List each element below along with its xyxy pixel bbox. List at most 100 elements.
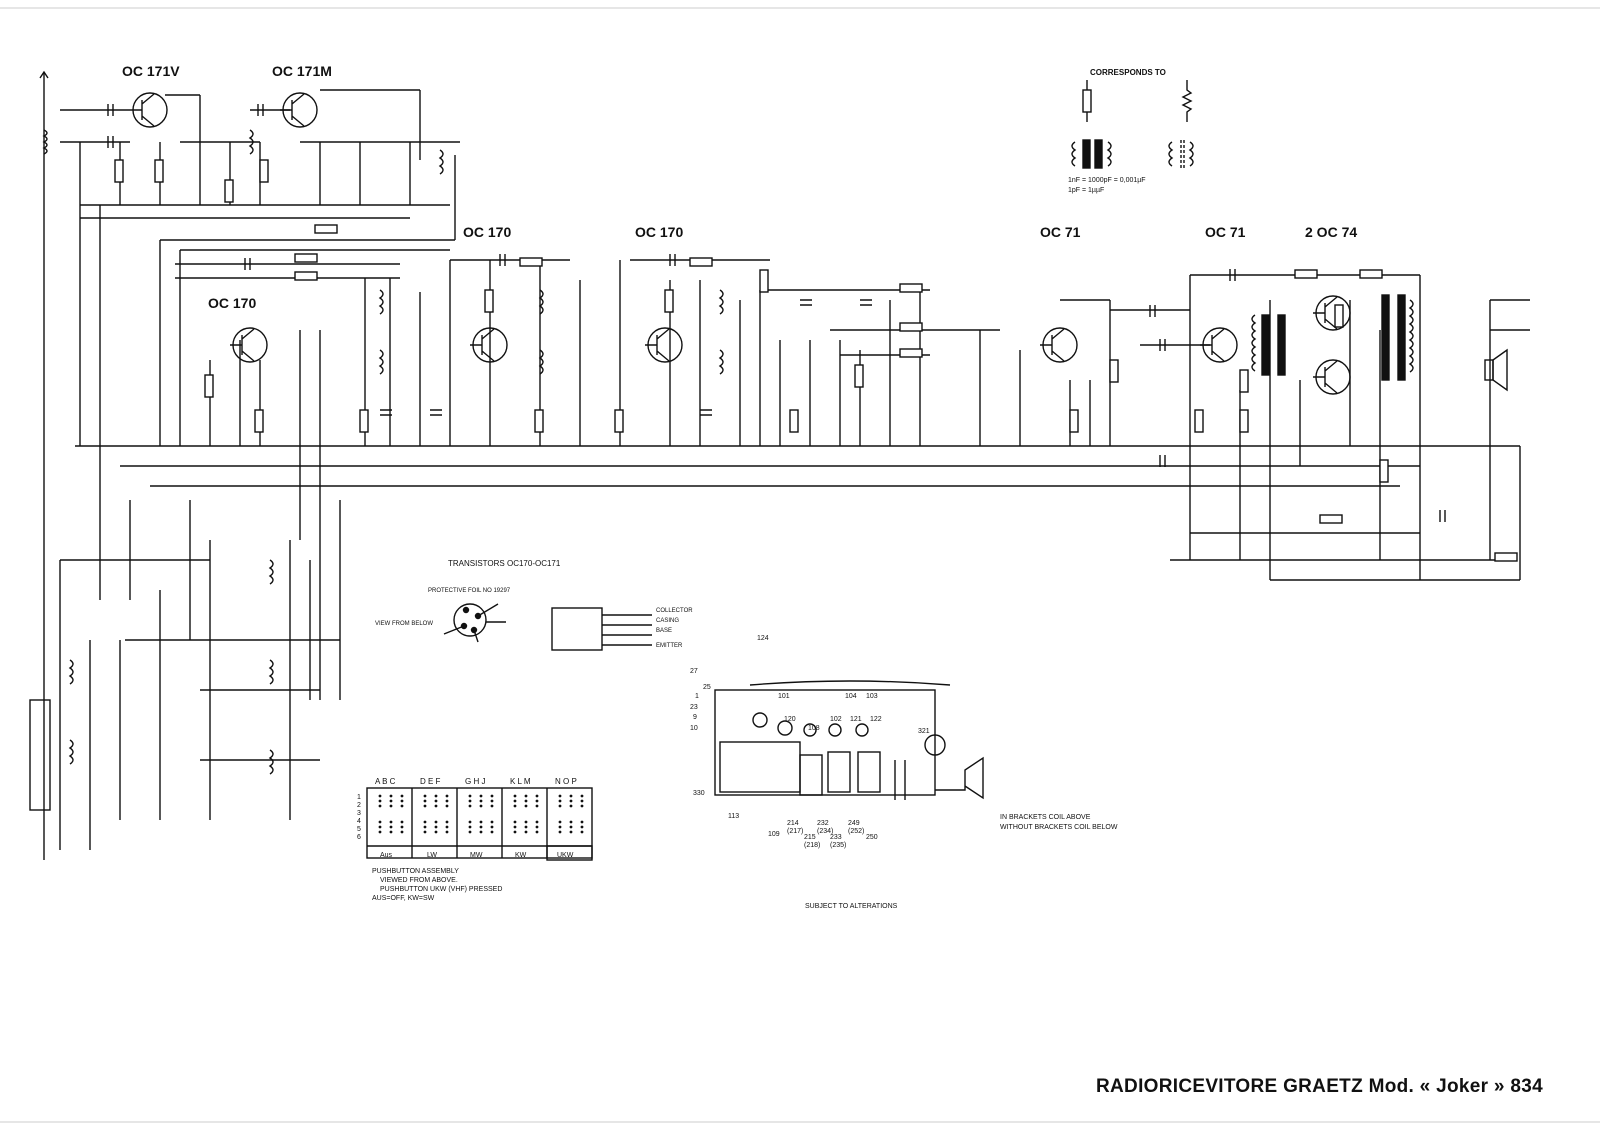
pushbutton-contact <box>434 830 438 834</box>
chassis-label: 23 <box>690 704 698 711</box>
chassis-label: 249 <box>848 820 860 827</box>
transistor-label-2oc74: 2 OC 74 <box>1305 224 1357 240</box>
chassis-label: (252) <box>848 828 864 835</box>
pb-row-2: 2 <box>357 802 361 809</box>
pushbutton-contact <box>558 830 562 834</box>
pushbutton-contact <box>535 799 539 803</box>
pb-band-aus: Aus <box>380 852 393 859</box>
pb-row-5: 5 <box>357 826 361 833</box>
chassis-label: 250 <box>866 834 878 841</box>
chassis-label: 120 <box>784 716 796 723</box>
legend-eq1: 1nF = 1000pF = 0,001µF <box>1068 177 1146 184</box>
pushbutton-contact <box>400 799 404 803</box>
pushbutton-contact <box>445 825 449 829</box>
note-brackets-1: IN BRACKETS COIL ABOVE <box>1000 814 1091 821</box>
legend-header: CORRESPONDS TO <box>1090 68 1166 77</box>
pushbutton-contact <box>535 830 539 834</box>
pushbutton-contact <box>524 804 528 808</box>
audio-stage-wiring <box>1189 274 1530 581</box>
pushbutton-contact <box>479 794 483 798</box>
capacitors <box>107 104 1446 522</box>
pin-base: BASE <box>656 628 672 634</box>
pushbutton-contact <box>423 804 427 808</box>
pushbutton-contact <box>524 830 528 834</box>
chassis-label: 109 <box>768 831 780 838</box>
pushbutton-contact <box>445 794 449 798</box>
transistor-label-oc171v: OC 171V <box>122 63 180 79</box>
pushbutton-contact <box>423 830 427 834</box>
pushbutton-contact <box>558 799 562 803</box>
chassis-label: (217) <box>787 828 803 835</box>
pin-casing: CASING <box>656 618 679 624</box>
transistor-label-oc71-a: OC 71 <box>1040 224 1081 240</box>
chassis-label: 104 <box>845 693 857 700</box>
chassis-label: 9 <box>693 714 697 721</box>
pushbutton-contact <box>490 804 494 808</box>
pushbutton-contact <box>389 794 393 798</box>
pushbutton-contact <box>580 794 584 798</box>
pushbutton-contact <box>490 799 494 803</box>
chassis-label: 124 <box>757 635 769 642</box>
transistor-label-oc71-b: OC 71 <box>1205 224 1246 240</box>
pushbutton-contact <box>513 820 517 824</box>
chassis-label: (234) <box>817 828 833 835</box>
pushbutton-contact <box>423 825 427 829</box>
pushbutton-contact <box>445 830 449 834</box>
pushbutton-contact <box>468 799 472 803</box>
chassis-label: 10 <box>690 725 698 732</box>
pushbutton-contact <box>389 799 393 803</box>
pinout-view: VIEW FROM BELOW <box>375 621 433 627</box>
pinout-header: TRANSISTORS OC170-OC171 <box>448 559 561 568</box>
pushbutton-contact <box>580 799 584 803</box>
pushbutton-contact <box>558 794 562 798</box>
pushbutton-contact <box>389 825 393 829</box>
pushbutton-contact <box>569 825 573 829</box>
pushbutton-contact <box>378 799 382 803</box>
transistor-label-oc171m: OC 171M <box>272 63 332 79</box>
pb-band-mw: MW <box>470 852 483 859</box>
transistor-symbols <box>130 92 1351 395</box>
pushbutton-contact <box>479 830 483 834</box>
pb-col-ghj: G H J <box>465 777 485 786</box>
chassis-label: (235) <box>830 842 846 849</box>
pushbutton-contact <box>434 825 438 829</box>
pushbutton-contact <box>468 794 472 798</box>
pb-band-lw: LW <box>427 852 437 859</box>
pushbutton-contact <box>400 830 404 834</box>
pushbutton-contact <box>389 820 393 824</box>
pushbutton-contact <box>400 820 404 824</box>
pushbutton-contact <box>378 820 382 824</box>
pushbutton-contact <box>535 820 539 824</box>
pushbutton-contact <box>558 825 562 829</box>
pushbutton-contact <box>434 820 438 824</box>
pb-row-3: 3 <box>357 810 361 817</box>
chassis-label: 330 <box>693 790 705 797</box>
pb-col-def: D E F <box>420 777 441 786</box>
pushbutton-contact <box>490 794 494 798</box>
legend-eq2: 1pF = 1µµF <box>1068 187 1104 194</box>
pushbutton-contact <box>479 825 483 829</box>
pb-band-kw: KW <box>515 852 527 859</box>
coils <box>68 129 1414 775</box>
pushbutton-contact <box>434 804 438 808</box>
pinout-note: PROTECTIVE FOIL NO 19297 <box>428 588 511 594</box>
pushbutton-contact <box>513 794 517 798</box>
chassis-label: 121 <box>850 716 862 723</box>
pushbutton-contact <box>468 830 472 834</box>
pb-caption-1: PUSHBUTTON ASSEMBLY <box>372 868 459 875</box>
chassis-label: 215 <box>804 834 816 841</box>
pb-row-6: 6 <box>357 834 361 841</box>
pushbutton-contact <box>400 804 404 808</box>
pin-collector: COLLECTOR <box>656 608 693 614</box>
pushbutton-contact <box>558 820 562 824</box>
pin-emitter: EMITTER <box>656 643 683 649</box>
resistors <box>114 159 1518 562</box>
page-title: RADIORICEVITORE GRAETZ Mod. « Joker » 83… <box>1096 1076 1543 1097</box>
pushbutton-contact <box>569 820 573 824</box>
transistor-label-oc170-a: OC 170 <box>208 295 256 311</box>
pushbutton-contact <box>468 804 472 808</box>
pushbutton-contact <box>535 794 539 798</box>
pushbutton-contact <box>389 804 393 808</box>
note-alterations: SUBJECT TO ALTERATIONS <box>805 903 898 910</box>
